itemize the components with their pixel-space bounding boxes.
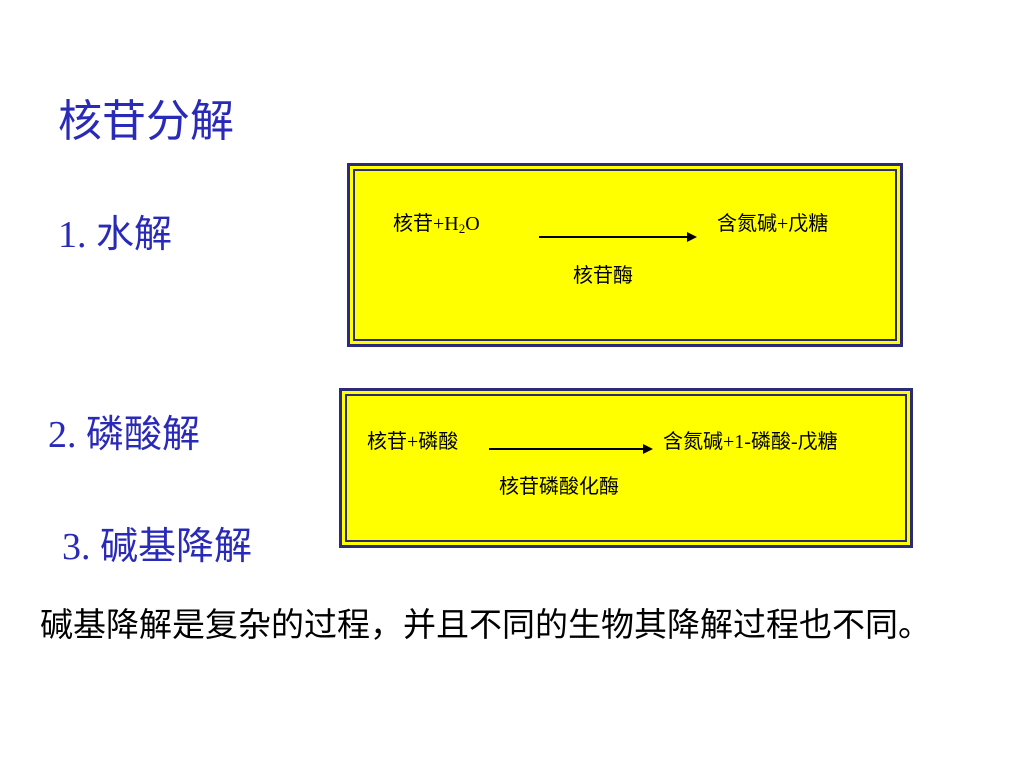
phosphorolysis-enzyme: 核苷磷酸化酶 (499, 476, 619, 498)
hydrolysis-reactant-prefix: 核苷+H (393, 213, 459, 235)
section-hydrolysis-heading: 1. 水解 (58, 214, 173, 256)
section-phosphorolysis-heading: 2. 磷酸解 (48, 414, 201, 456)
hydrolysis-reactant-subscript: 2 (458, 221, 466, 236)
phosphorolysis-reactant: 核苷+磷酸 (367, 431, 459, 453)
hydrolysis-reaction-arrow (539, 232, 697, 242)
hydrolysis-reactant: 核苷+H2O (393, 213, 480, 236)
base-degradation-note: 碱基降解是复杂的过程，并且不同的生物其降解过程也不同。 (40, 608, 931, 644)
section-base-degradation-heading: 3. 碱基降解 (62, 526, 253, 568)
phosphorolysis-product: 含氮碱+1-磷酸-戊糖 (663, 431, 838, 453)
page-title: 核苷分解 (58, 97, 234, 146)
phosphorolysis-reaction-box: 核苷+磷酸 含氮碱+1-磷酸-戊糖 核苷磷酸化酶 (339, 388, 913, 548)
hydrolysis-product: 含氮碱+戊糖 (717, 213, 829, 235)
hydrolysis-reaction-box: 核苷+H2O 含氮碱+戊糖 核苷酶 (347, 163, 903, 347)
hydrolysis-enzyme: 核苷酶 (573, 265, 633, 287)
phosphorolysis-reaction-arrow (489, 444, 653, 454)
hydrolysis-reactant-suffix: O (465, 213, 480, 235)
